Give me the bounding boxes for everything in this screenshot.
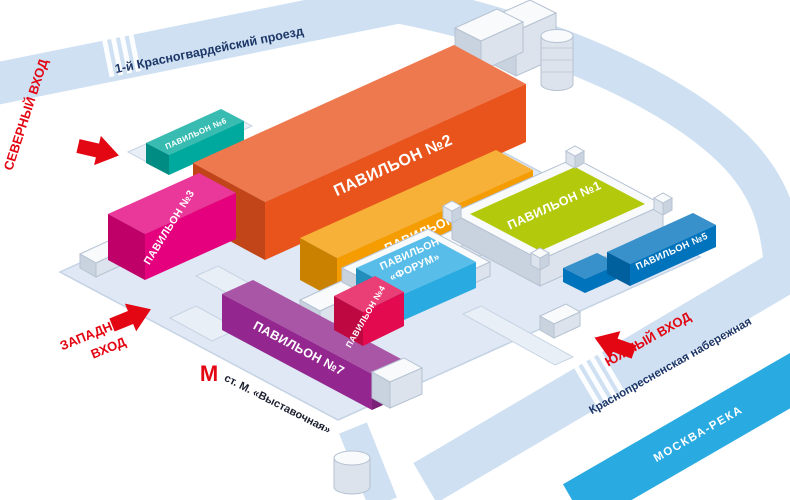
north-entrance-arrow [76, 135, 119, 166]
corner-tower [441, 200, 463, 224]
roof-shade [146, 109, 244, 155]
metro-logo: М [200, 361, 218, 386]
west-entrance-arrow [109, 303, 151, 332]
annex-top [563, 253, 619, 279]
roof-shade [108, 173, 236, 234]
front-face [630, 225, 716, 286]
side-face [539, 315, 555, 339]
corner-tower [529, 247, 551, 271]
walkway-south [461, 305, 575, 366]
service-building-se [538, 303, 582, 339]
tank-tower [540, 29, 574, 91]
front-face [222, 294, 372, 410]
side-shade [300, 238, 337, 300]
front-face [145, 193, 236, 280]
front-face [404, 262, 476, 320]
roof-face [334, 276, 404, 312]
side-shade [334, 296, 363, 346]
side-face [79, 253, 97, 278]
front-face [265, 84, 526, 260]
round-top [333, 450, 371, 466]
roof-shade [193, 45, 526, 202]
front-face [169, 121, 244, 175]
roof-face [607, 213, 716, 264]
pavilion-6[interactable]: ПАВИЛЬОН №6 [146, 109, 244, 175]
south-entrance-arrow [594, 331, 637, 360]
round-building [333, 450, 371, 495]
side-face [371, 371, 391, 409]
roof-shade [300, 150, 533, 258]
roof-face [470, 167, 645, 251]
annex-shade [563, 253, 619, 279]
roof-shade [356, 236, 476, 294]
plinth-side [451, 212, 541, 287]
front-face [363, 292, 404, 346]
side-face [108, 214, 145, 280]
roof-shade [607, 213, 716, 264]
roof-face [146, 109, 244, 155]
annex-side [563, 268, 585, 293]
roof-face [222, 280, 403, 374]
river [562, 352, 790, 500]
corner-tower [652, 192, 674, 216]
pavilion-4[interactable]: ПАВИЛЬОН №4 [334, 276, 404, 349]
side-face [146, 143, 169, 175]
roof-face [356, 236, 476, 294]
round-body [333, 457, 371, 495]
roof-face [108, 173, 236, 234]
tank-body [540, 35, 574, 91]
corner-tower [564, 145, 586, 169]
roof-face [300, 150, 533, 258]
roof-face [193, 45, 526, 202]
roof-shade [222, 280, 403, 374]
side-face [300, 238, 337, 300]
north-road [0, 0, 455, 105]
roof-shade [334, 276, 404, 312]
side-shade [108, 214, 145, 280]
pavilion-3[interactable]: ПАВИЛЬОН №3 [108, 173, 236, 280]
tank-top [540, 29, 574, 43]
crosswalk-north [102, 33, 141, 78]
side-face [607, 252, 630, 286]
side-shade [146, 143, 169, 175]
side-shade [607, 252, 630, 286]
side-face [334, 296, 363, 346]
pavilion-5[interactable]: ПАВИЛЬОН №5 [563, 213, 716, 293]
pavilion-7-annex [370, 357, 424, 409]
crosswalk-south [574, 351, 625, 408]
